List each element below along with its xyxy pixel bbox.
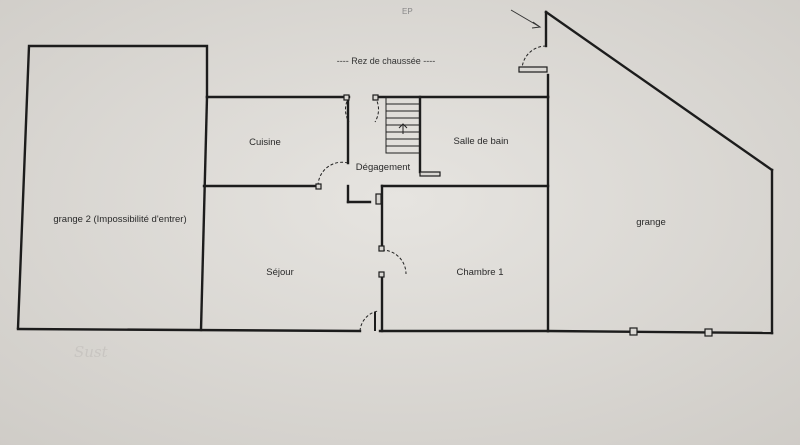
room-label-sejour: Séjour xyxy=(266,267,293,278)
room-label-grange2: grange 2 (Impossibilité d'entrer) xyxy=(53,214,186,225)
corner-mark: EP xyxy=(402,7,413,16)
room-label-salle-de-bain: Salle de bain xyxy=(454,136,509,147)
arrow-indicator xyxy=(510,9,542,29)
room-label-degagement: Dégagement xyxy=(356,162,411,173)
level-title: ---- Rez de chaussée ---- xyxy=(337,56,436,66)
wall-grange2 xyxy=(16,44,209,330)
door-stubs xyxy=(315,66,713,337)
door-entry xyxy=(359,310,379,332)
wall-grange-diagonal xyxy=(544,10,774,172)
room-label-chambre1: Chambre 1 xyxy=(457,267,504,278)
room-label-cuisine: Cuisine xyxy=(249,137,281,148)
staircase xyxy=(385,96,421,154)
wall-west-central xyxy=(199,95,209,332)
room-label-grange: grange xyxy=(636,217,666,228)
wall-grange-bottom xyxy=(546,329,774,335)
door-cuisine xyxy=(317,161,349,187)
signature: Sust xyxy=(74,343,109,361)
walls xyxy=(16,10,774,335)
wall-bottom-left xyxy=(16,327,362,333)
